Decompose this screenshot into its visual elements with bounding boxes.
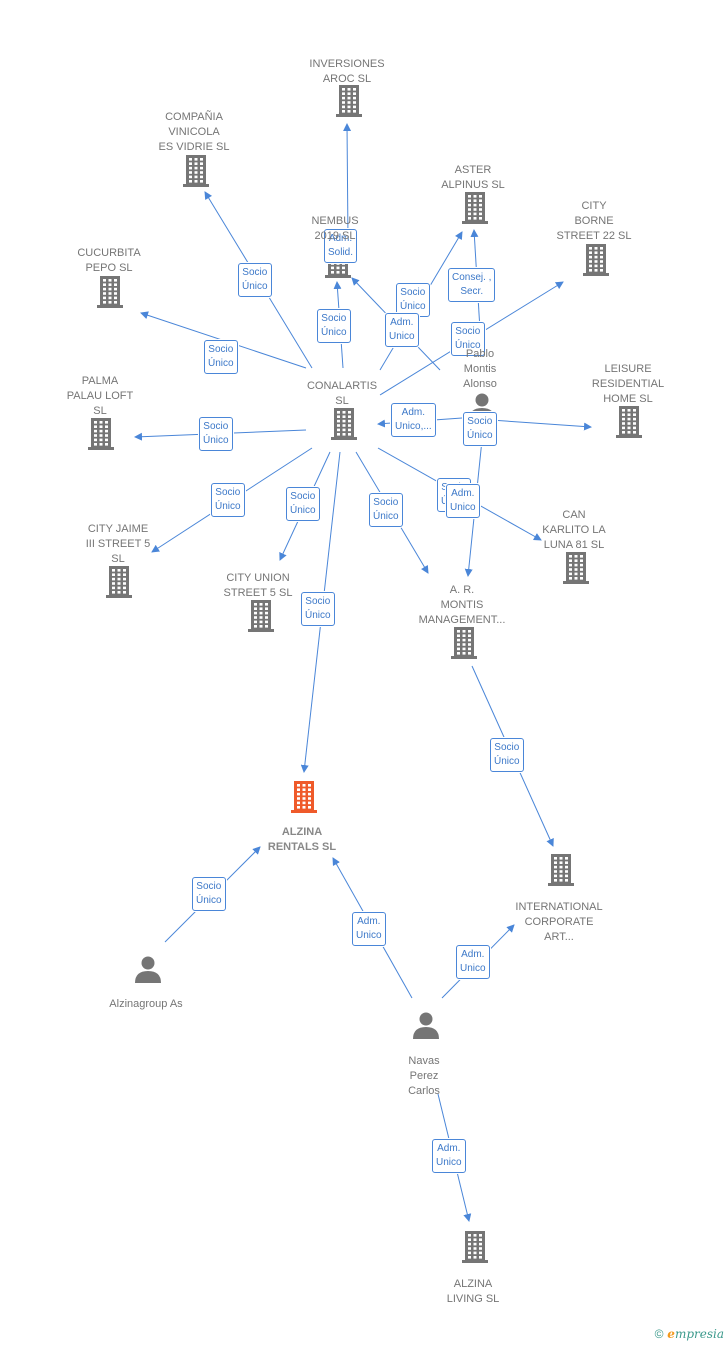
person-name[interactable]: Alzinagroup As [109, 998, 183, 1010]
edge-label[interactable]: Adm. Unico,... [391, 403, 436, 437]
empresia-logo[interactable]: © empresia [655, 1327, 724, 1341]
building-icon[interactable] [462, 192, 488, 224]
person-name[interactable]: Navas Perez Carlos [408, 1055, 440, 1097]
company-name[interactable]: CITY JAIME III STREET 5 SL [85, 523, 151, 565]
edge-label[interactable]: Socio Único [369, 493, 403, 527]
company-name[interactable]: ALZINA RENTALS SL [267, 826, 337, 853]
company-name[interactable]: CITY BORNE STREET 22 SL [556, 200, 632, 242]
company-name[interactable]: PALMA PALAU LOFT SL [66, 375, 134, 417]
edge-label[interactable]: Adm. Unico [432, 1139, 466, 1173]
edge-label[interactable]: Socio Único [463, 412, 497, 446]
building-icon[interactable] [331, 408, 357, 440]
edge-label[interactable]: Socio Único [396, 283, 430, 317]
building-icon[interactable] [583, 244, 609, 276]
building-icon[interactable] [451, 627, 477, 659]
person-icon[interactable] [413, 1012, 439, 1040]
building-icon[interactable] [97, 276, 123, 308]
company-name[interactable]: CONALARTIS SL [306, 380, 378, 407]
edge-label[interactable]: Adm. Unico [385, 313, 419, 347]
company-name[interactable]: ASTER ALPINUS SL [441, 164, 505, 191]
company-name[interactable]: ALZINA LIVING SL [446, 1278, 500, 1305]
building-icon[interactable] [183, 155, 209, 187]
edge-label[interactable]: Socio Único [286, 487, 320, 521]
edge-label[interactable]: Socio Único [211, 483, 245, 517]
building-icon[interactable] [336, 85, 362, 117]
building-icon[interactable] [548, 854, 574, 886]
building-icon[interactable] [106, 566, 132, 598]
copyright-symbol: © [654, 1327, 664, 1341]
brand-initial: e [667, 1327, 675, 1341]
person-name[interactable]: Pablo Montis Alonso [463, 348, 497, 390]
building-icon[interactable] [462, 1231, 488, 1263]
company-name[interactable]: LEISURE RESIDENTIAL HOME SL [591, 363, 665, 405]
edge-label[interactable]: Socio Único [301, 592, 335, 626]
building-icon[interactable] [248, 600, 274, 632]
company-name[interactable]: INTERNATIONAL CORPORATE ART... [515, 901, 603, 943]
edge-label[interactable]: Socio Único [451, 322, 485, 356]
edge-label[interactable]: Socio Único [199, 417, 233, 451]
edge-label[interactable]: Adm. Solid. [324, 229, 358, 263]
company-name[interactable]: COMPAÑIA VINICOLA ES VIDRIE SL [158, 111, 230, 153]
edge-label[interactable]: Socio Único [204, 340, 238, 374]
edge-line [343, 123, 352, 241]
company-name[interactable]: A. R. MONTIS MANAGEMENT... [418, 584, 506, 626]
edge-label[interactable]: Adm. Unico [446, 484, 480, 518]
company-name[interactable]: CAN KARLITO LA LUNA 81 SL [542, 509, 606, 551]
edge-label[interactable]: Socio Único [192, 877, 226, 911]
edge-label[interactable]: Socio Único [317, 309, 351, 343]
brand-name: mpresia [674, 1327, 724, 1341]
icon-layer [88, 85, 642, 1263]
edge-label[interactable]: Socio Único [238, 263, 272, 297]
building-icon[interactable] [88, 418, 114, 450]
edge-label[interactable]: Socio Único [490, 738, 524, 772]
company-name[interactable]: NEMBUS 2019 SL [311, 215, 359, 242]
company-name[interactable]: CUCURBITA PEPO SL [77, 247, 141, 274]
edge-layer [134, 123, 592, 1222]
edge-label[interactable]: Consej. , Secr. [448, 268, 496, 302]
main-company-icon[interactable] [291, 781, 317, 813]
building-icon[interactable] [616, 406, 642, 438]
edge-label[interactable]: Adm. Unico [352, 912, 386, 946]
building-icon[interactable] [563, 552, 589, 584]
company-name[interactable]: CITY UNION STREET 5 SL [223, 572, 293, 599]
edge-label[interactable]: Adm. Unico [456, 945, 490, 979]
person-icon[interactable] [135, 956, 161, 984]
company-name[interactable]: INVERSIONES AROC SL [309, 58, 385, 85]
